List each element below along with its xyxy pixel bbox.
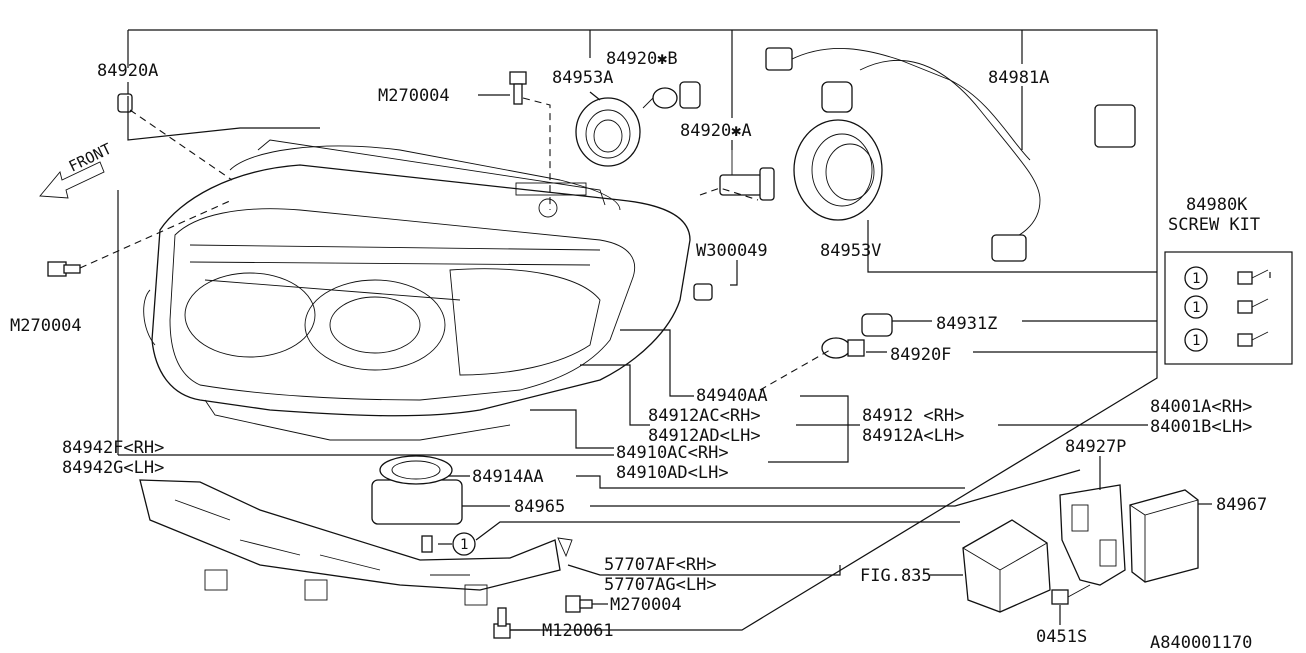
screw-kit-item-number: 1 [1192, 271, 1200, 287]
label-screw-kit: SCREW KIT [1168, 215, 1260, 235]
label-84920B: 84920✱B [606, 49, 678, 69]
leader-bolt-top [522, 97, 551, 210]
harness-84981A[interactable] [765, 47, 1136, 262]
label-FIG835: FIG.835 [860, 566, 932, 586]
bolt-ballast[interactable] [421, 535, 433, 553]
leader-lines [117, 91, 1271, 631]
label-84912: 84912 <RH> [862, 406, 964, 426]
label-84942F: 84942F<RH> [62, 438, 164, 458]
bulb-84920A[interactable] [117, 93, 133, 113]
bolt-M270004-bottom[interactable] [565, 595, 593, 613]
svg-text:1: 1 [460, 537, 468, 553]
label-M270004-top: M270004 [378, 86, 450, 106]
label-0451S: 0451S [1036, 627, 1087, 647]
screw-kit-item [1184, 328, 1269, 352]
label-84967: 84967 [1216, 495, 1267, 515]
figure-code: A840001170 [1150, 633, 1252, 653]
socket-84931Z[interactable] [861, 313, 893, 337]
front-label: FRONT [66, 140, 114, 176]
bulb-84920starA[interactable] [719, 150, 775, 201]
label-84942G: 84942G<LH> [62, 458, 164, 478]
bracket-84927P[interactable] [1059, 484, 1126, 586]
bolt-M270004-left[interactable] [47, 261, 81, 277]
label-84965: 84965 [514, 497, 565, 517]
label-84981A: 84981A [988, 68, 1049, 88]
label-W300049: W300049 [696, 241, 768, 261]
label-84910AD: 84910AD<LH> [616, 463, 729, 483]
label-84001A: 84001A<RH> [1150, 397, 1252, 417]
screw-kit-numbers: 1 1 1 [1192, 271, 1200, 349]
bolt-M270004-top[interactable] [509, 71, 527, 105]
label-84940AA: 84940AA [696, 386, 768, 406]
screw-kit-box[interactable] [1164, 251, 1293, 365]
nut-W300049[interactable] [693, 283, 713, 301]
callout-labels: 84920A 84920✱B 84953A M270004 84920✱A 84… [10, 49, 1267, 653]
label-M120061: M120061 [542, 621, 614, 641]
label-57707AF: 57707AF<RH> [604, 555, 717, 575]
module-84967[interactable] [1129, 489, 1199, 583]
label-84910AC: 84910AC<RH> [616, 443, 729, 463]
label-84920starA: 84920✱A [680, 121, 752, 141]
leader-84920F [759, 349, 831, 391]
label-84920A: 84920A [97, 61, 158, 81]
label-57707AG: 57707AG<LH> [604, 575, 717, 595]
label-M270004-left: M270004 [10, 316, 82, 336]
ballast-84965[interactable] [371, 455, 463, 525]
label-84001B: 84001B<LH> [1150, 417, 1252, 437]
label-84914AA: 84914AA [472, 467, 544, 487]
bolt-M120061[interactable] [493, 607, 511, 639]
label-84953V: 84953V [820, 241, 881, 261]
screw-kit-item [1184, 295, 1269, 319]
cover-84953V[interactable] [793, 119, 883, 221]
label-84912A: 84912A<LH> [862, 426, 964, 446]
label-84953A: 84953A [552, 68, 613, 88]
label-84912AC: 84912AC<RH> [648, 406, 761, 426]
leader-84920A [129, 109, 233, 181]
circle-ref-ballast: 1 [452, 532, 476, 556]
front-direction-arrow [39, 161, 105, 199]
screw-kit-item [1184, 266, 1269, 290]
label-M270004-bottom: M270004 [610, 595, 682, 615]
screw-kit-item-number: 1 [1192, 300, 1200, 316]
cover-84953A[interactable] [575, 97, 641, 167]
label-84912AD: 84912AD<LH> [648, 426, 761, 446]
frame-lines [127, 29, 1158, 631]
label-84927P: 84927P [1065, 437, 1126, 457]
bracket-57707AF[interactable] [139, 479, 573, 606]
cover-FIG835[interactable] [962, 519, 1051, 613]
label-84980K: 84980K [1186, 195, 1248, 215]
screw-0451S[interactable] [1051, 584, 1091, 605]
headlamp-assembly[interactable] [143, 139, 691, 441]
label-84931Z: 84931Z [936, 314, 997, 334]
screw-kit-item-number: 1 [1192, 333, 1200, 349]
bulb-84920F[interactable] [821, 337, 865, 359]
leader-bolt-left [79, 199, 233, 269]
bulb-84920B[interactable] [642, 81, 701, 109]
label-84920F: 84920F [890, 345, 951, 365]
